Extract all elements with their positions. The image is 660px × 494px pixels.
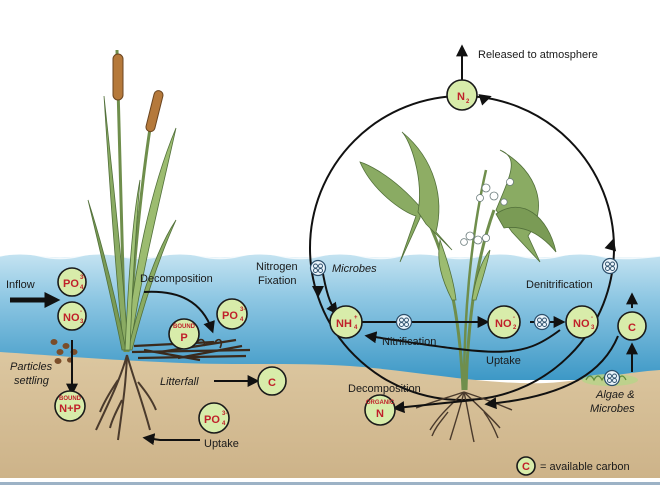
node-no3-water: NO - 3 bbox=[565, 305, 599, 339]
label-particles: Particles bbox=[10, 361, 53, 373]
svg-text:BOUND: BOUND bbox=[173, 324, 196, 330]
svg-text:NO: NO bbox=[573, 318, 590, 330]
label-denitrification: Denitrification bbox=[526, 279, 593, 291]
particle-dots bbox=[50, 339, 78, 364]
svg-text:-: - bbox=[80, 309, 82, 315]
label-decomposition-left: Decomposition bbox=[140, 273, 213, 285]
ring-arrowhead-left bbox=[312, 286, 324, 298]
node-organic-n: ORGANIC N bbox=[364, 394, 396, 426]
node-no3-inflow: NO - 3 bbox=[57, 301, 87, 331]
node-carbon-litter: C bbox=[257, 366, 287, 396]
svg-text:3-: 3- bbox=[222, 411, 227, 417]
water-surface-wave bbox=[0, 252, 660, 260]
node-no2: NO - 2 bbox=[487, 305, 521, 339]
node-bound-p: BOUND P bbox=[168, 318, 200, 350]
node-n2: N 2 bbox=[446, 79, 478, 111]
svg-text:2: 2 bbox=[466, 99, 470, 105]
microbe-icon bbox=[309, 259, 327, 277]
legend-carbon-symbol: C bbox=[522, 461, 530, 473]
bottom-rule bbox=[0, 482, 660, 485]
decomposition-arrow-right bbox=[392, 399, 475, 414]
svg-text:3-: 3- bbox=[80, 275, 85, 281]
svg-text:N: N bbox=[376, 408, 384, 420]
cattail-plant bbox=[87, 49, 177, 353]
svg-text:PO: PO bbox=[204, 414, 220, 426]
node-po4-sediment: PO 3- 4 bbox=[198, 402, 230, 434]
legend-label: = available carbon bbox=[540, 461, 630, 473]
microbe-icon bbox=[603, 369, 621, 387]
svg-text:NH: NH bbox=[336, 318, 352, 330]
label-litterfall: Litterfall bbox=[160, 376, 199, 388]
arrowhead-roots bbox=[415, 391, 513, 443]
sediment-layer bbox=[0, 352, 660, 478]
svg-text:PO: PO bbox=[222, 310, 238, 322]
label-nitrogen: Nitrogen bbox=[256, 261, 298, 273]
svg-text:3: 3 bbox=[80, 319, 84, 325]
svg-text:3-: 3- bbox=[240, 307, 245, 313]
label-algae: Algae & bbox=[595, 389, 635, 401]
svg-text:NO: NO bbox=[63, 312, 80, 324]
svg-text:N+P: N+P bbox=[59, 403, 81, 415]
node-nh4: NH + 4 bbox=[329, 305, 363, 339]
node-po4-water: PO 3- 4 bbox=[216, 298, 248, 330]
microbe-icon bbox=[395, 313, 413, 331]
label-settling: settling bbox=[14, 375, 50, 387]
svg-text:BOUND: BOUND bbox=[59, 396, 82, 402]
svg-text:-: - bbox=[513, 315, 515, 321]
carbon-to-decomp-arrow bbox=[484, 335, 619, 410]
node-po4-inflow: PO 3- 4 bbox=[57, 267, 87, 297]
svg-text:ORGANIC: ORGANIC bbox=[366, 400, 395, 406]
uptake-arrow-left bbox=[142, 433, 200, 446]
ring-arrowhead-top bbox=[478, 94, 492, 106]
cattail-roots bbox=[95, 354, 157, 441]
svg-text:3: 3 bbox=[591, 325, 595, 331]
svg-text:NO: NO bbox=[495, 318, 512, 330]
label-uptake-right: Uptake bbox=[486, 355, 521, 367]
label-inflow: Inflow bbox=[6, 279, 35, 291]
svg-text:C: C bbox=[268, 377, 276, 389]
svg-text:4: 4 bbox=[222, 421, 226, 427]
label-nitrification: Nitrification bbox=[382, 336, 436, 348]
uptake-arrow-right bbox=[364, 329, 561, 353]
microbe-icon bbox=[601, 257, 619, 275]
ring-arrowhead-right bbox=[604, 238, 617, 252]
label-microbes-fixation: Microbes bbox=[332, 263, 377, 275]
arrowhead-plant bbox=[359, 131, 557, 391]
svg-text:-: - bbox=[591, 315, 593, 321]
svg-text:C: C bbox=[628, 322, 636, 334]
legend: C = available carbon bbox=[516, 456, 630, 476]
svg-text:+: + bbox=[354, 315, 358, 321]
microbe-icon bbox=[533, 313, 551, 331]
label-fixation: Fixation bbox=[258, 275, 297, 287]
label-uptake-left: Uptake bbox=[204, 438, 239, 450]
label-decomposition-right: Decomposition bbox=[348, 383, 421, 395]
svg-text:4: 4 bbox=[80, 285, 84, 291]
svg-text:PO: PO bbox=[63, 278, 79, 290]
svg-text:4: 4 bbox=[240, 317, 244, 323]
label-algae-microbes: Microbes bbox=[590, 403, 635, 415]
svg-text:4: 4 bbox=[354, 325, 358, 331]
label-released: Released to atmosphere bbox=[478, 49, 598, 61]
node-bound-np: BOUND N+P bbox=[54, 390, 86, 422]
decomposition-arrow-left bbox=[143, 290, 215, 334]
svg-text:N: N bbox=[457, 91, 465, 103]
svg-text:2: 2 bbox=[513, 325, 517, 331]
bottom-bar bbox=[0, 478, 660, 494]
svg-text:P: P bbox=[180, 332, 187, 344]
node-carbon-algae: C bbox=[617, 311, 647, 341]
